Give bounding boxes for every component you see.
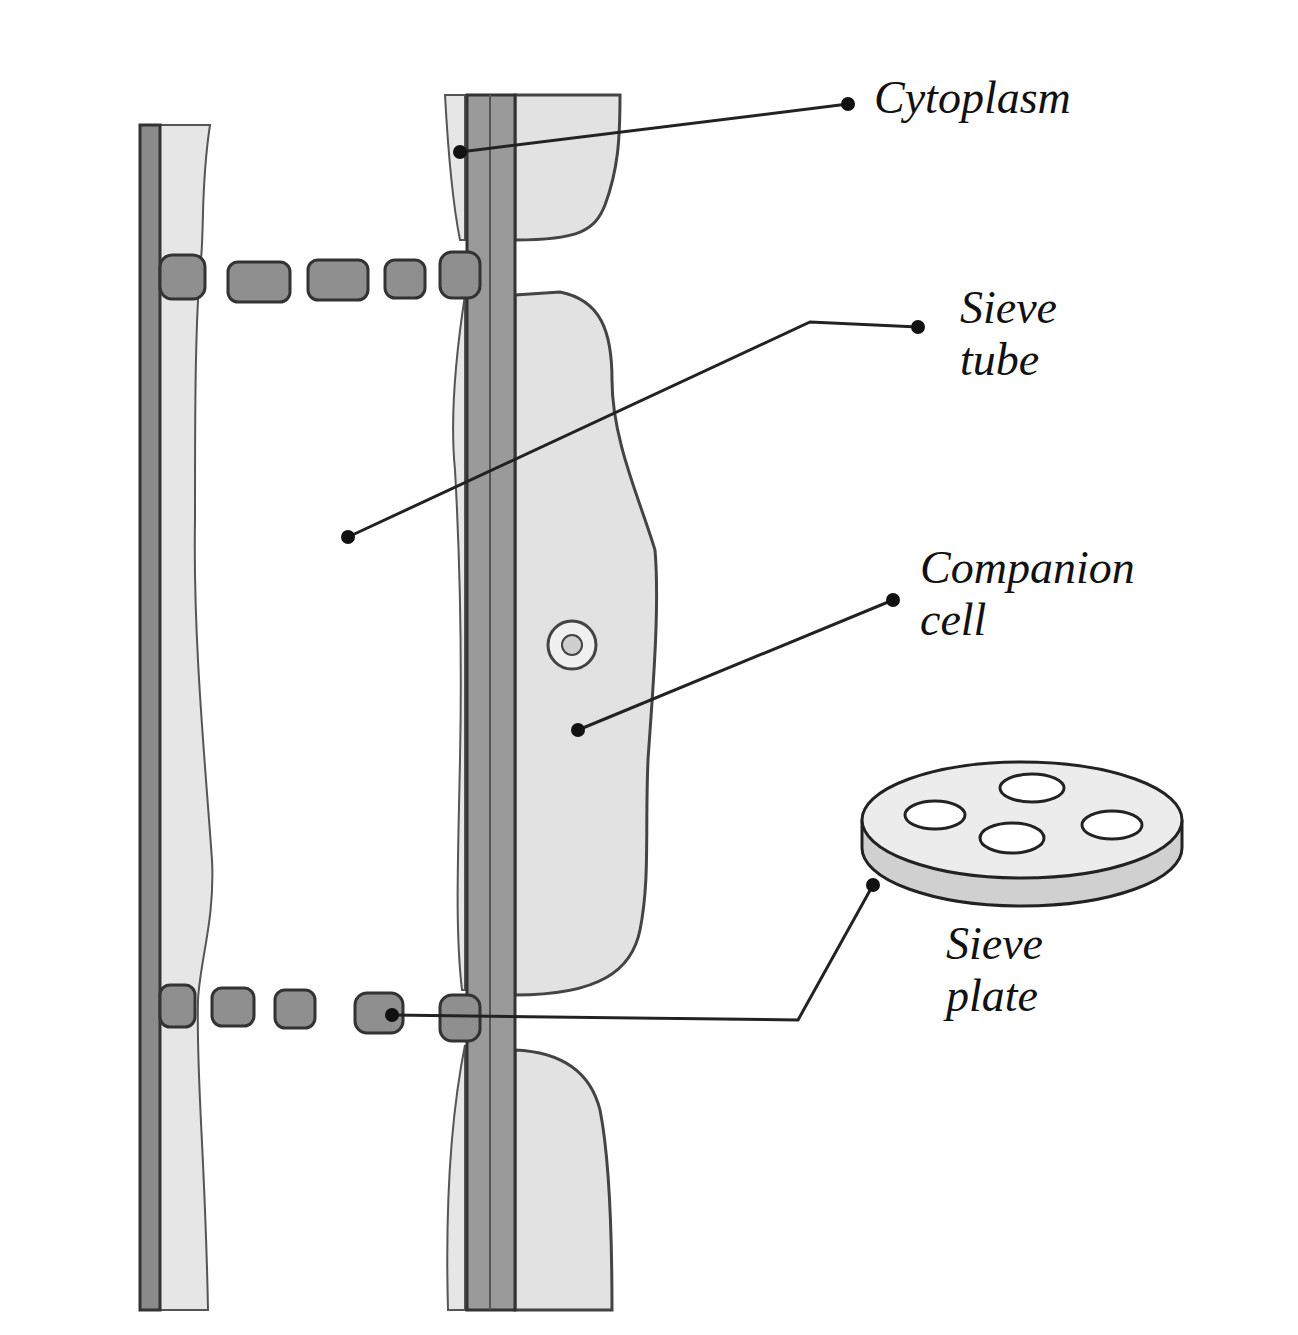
nucleolus (562, 635, 582, 655)
label-holder: Sieve tube (960, 282, 1130, 385)
part-label: Companion cell (920, 542, 1190, 645)
companion-cell-body (515, 292, 657, 995)
label-holder: Sieve plate (946, 918, 1136, 1021)
cytoplasm-lining (453, 295, 465, 990)
sieve-plate-disc (862, 762, 1182, 906)
middle-lamella (489, 95, 491, 1310)
leader-line (348, 104, 918, 1020)
label-holder: Cytoplasm (874, 72, 1174, 124)
sieve-plate-section (160, 985, 480, 1041)
part-label: Cytoplasm (874, 72, 1174, 124)
nucleus (548, 621, 596, 669)
part-label: Sieve plate (946, 918, 1136, 1021)
cytoplasm-lining (160, 125, 212, 1310)
cytoplasm-lining (447, 1045, 465, 1310)
cell-wall (140, 125, 160, 1310)
cytoplasm-lining (445, 95, 465, 240)
cell-top (515, 95, 620, 240)
cell-bottom (515, 1050, 612, 1310)
part-label: Sieve tube (960, 282, 1130, 385)
leader-dot (341, 97, 925, 1022)
sieve-plate-section (160, 252, 480, 302)
label-holder: Companion cell (920, 542, 1190, 645)
